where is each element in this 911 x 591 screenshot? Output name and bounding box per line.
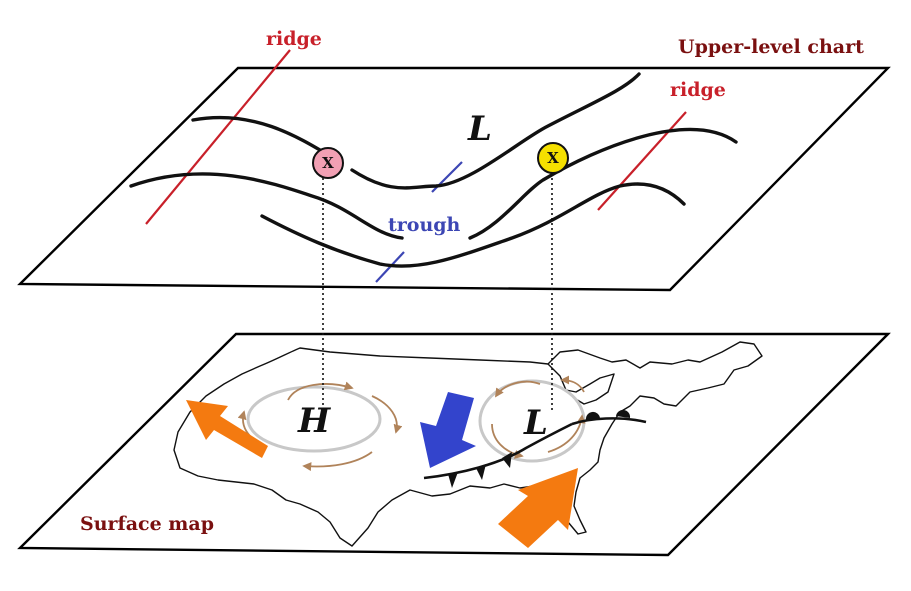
high-circulation-arrow-1 xyxy=(287,381,354,401)
warm-front-line xyxy=(571,417,647,426)
height-contour-middle xyxy=(129,172,404,240)
ridge-axis-left xyxy=(145,49,291,225)
us-outline xyxy=(173,341,763,547)
height-contour-north-2 xyxy=(350,72,641,190)
surface-map-title: Surface map xyxy=(80,513,214,535)
ridge-label-right: ridge xyxy=(670,79,726,101)
high-circulation-arrow-2 xyxy=(371,395,403,434)
cold-air-arrow xyxy=(420,392,476,468)
surface-low-letter: L xyxy=(523,403,548,443)
marker-pink-label: X xyxy=(322,154,334,172)
low-circulation-arrow-3 xyxy=(547,414,586,453)
warm-front-semicircle-1 xyxy=(585,411,600,420)
upper-low-letter: L xyxy=(467,109,492,149)
ridge-label-left: ridge xyxy=(266,28,322,50)
cold-front-triangle-1 xyxy=(448,472,458,488)
high-circulation-arrow-3 xyxy=(302,451,373,472)
low-circulation-arrow-4 xyxy=(560,375,585,393)
marker-pink: X xyxy=(312,147,344,179)
great-lakes xyxy=(547,363,615,405)
marker-yellow-label: X xyxy=(547,149,559,167)
low-circulation-arrow-1 xyxy=(495,380,541,398)
trough-label: trough xyxy=(388,214,461,236)
upper-chart-title: Upper-level chart xyxy=(678,36,864,58)
height-contour-south xyxy=(260,182,686,268)
warm-air-arrow-south xyxy=(498,468,578,548)
upper-level-chart: L X X ridge ridge trough Upper-level cha… xyxy=(17,28,891,292)
low-circulation-arrow-2 xyxy=(491,423,524,459)
cold-front-triangle-3 xyxy=(502,452,512,468)
surface-map: H L Surface map xyxy=(17,173,891,557)
cold-front-triangle-2 xyxy=(476,464,486,480)
marker-yellow-circle xyxy=(537,142,569,174)
marker-pink-circle xyxy=(312,147,344,179)
ridge-axis-right xyxy=(597,111,687,211)
surface-high-letter: H xyxy=(297,401,332,441)
warm-air-arrow-west xyxy=(186,400,268,458)
upper-plane xyxy=(17,66,891,292)
warm-front-semicircle-2 xyxy=(616,409,631,418)
marker-yellow: X xyxy=(537,142,569,174)
high-pressure-ring xyxy=(246,385,382,453)
